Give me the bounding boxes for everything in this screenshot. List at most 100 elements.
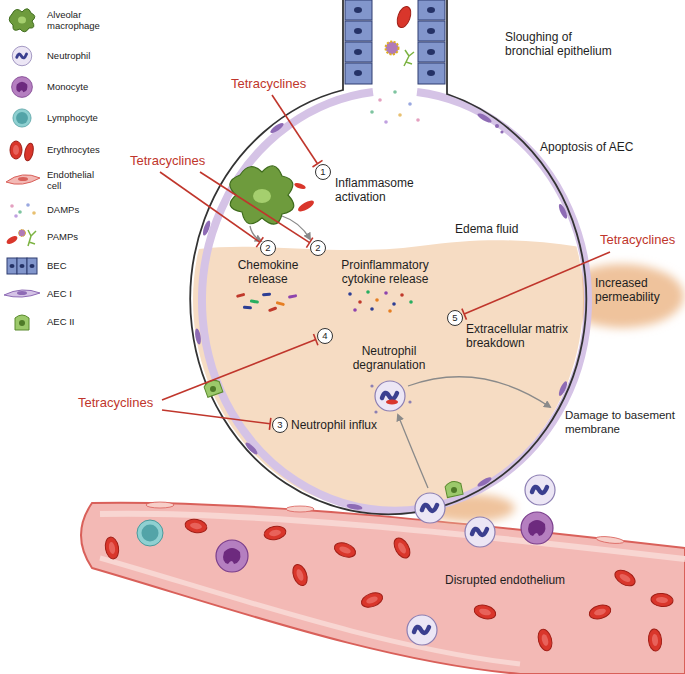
process-label: Extracellular matrix breakdown (466, 322, 578, 350)
bronchial-lumen-content (370, 110, 374, 114)
inhibition-line (272, 95, 318, 164)
vessel-cells (391, 535, 413, 561)
bronchial-lumen-content (408, 102, 412, 106)
legend-text: AEC I (47, 288, 109, 299)
cytokines (375, 298, 379, 302)
drug-label: Tetracyclines (78, 395, 153, 410)
alveolar-wall (194, 328, 202, 345)
chemokines (236, 293, 245, 298)
cytokines (409, 300, 413, 304)
cytokines (348, 292, 352, 296)
cytokines (392, 302, 396, 306)
edema-fluid (180, 240, 600, 520)
chemokines (276, 301, 285, 306)
blood-vessel (81, 502, 685, 674)
alveolar-wall (190, 0, 588, 514)
process-label: Neutrophil influx (291, 418, 377, 432)
chemokines (262, 293, 271, 297)
inhibition-line (162, 340, 316, 400)
bronchial-lumen-content (386, 42, 399, 55)
alveolar-cells (525, 475, 555, 505)
chemokines (250, 299, 259, 304)
legend-icons (18, 17, 26, 24)
bronchial-epithelium (354, 49, 362, 55)
legend-text: Neutrophil (47, 50, 109, 61)
bronchial-lumen-content (404, 50, 414, 66)
legend-icons (17, 291, 27, 295)
bronchial-epithelium (427, 49, 435, 55)
vessel-cells (216, 540, 248, 572)
legend-icons (18, 177, 28, 181)
drug-label: Tetracyclines (231, 76, 306, 91)
process-label: Damage to basement membrane (565, 408, 679, 436)
legend-text: Monocyte (47, 81, 109, 92)
alveolar-wall (190, 0, 586, 514)
vessel-cells (104, 536, 121, 560)
chemokines (243, 306, 252, 310)
bronchial-lumen-content (370, 5, 420, 124)
callout-number: 5 (447, 310, 463, 326)
alveolar-cells (375, 381, 405, 411)
legend-icons (14, 214, 18, 218)
process-label: Chemokine release (230, 258, 306, 286)
alveolar-wall (476, 476, 492, 489)
legend-text: Lymphocyte (47, 112, 109, 123)
alveolar-cells (374, 410, 377, 413)
process-arrow (250, 216, 550, 488)
alveolar-wall (269, 121, 285, 134)
process-label: Proinflammatory cytokine release (332, 258, 438, 286)
vessel-cells (104, 518, 674, 653)
legend-icons (17, 258, 27, 274)
bronchial-epithelium (418, 21, 445, 41)
legend-text: Endothelial cell (47, 169, 109, 191)
legend-icons (26, 203, 30, 207)
legend-text: BEC (47, 260, 109, 271)
cytokines (348, 290, 413, 313)
alveolar-macrophage (296, 198, 315, 213)
bronchial-epithelium (354, 70, 362, 76)
bronchial-epithelium (354, 28, 362, 34)
vessel-cells (536, 628, 554, 653)
alveolar-wall (495, 124, 499, 128)
drug-label: Tetracyclines (130, 153, 205, 168)
alveolar-macrophage (230, 166, 294, 224)
bronchial-epithelium (345, 0, 372, 20)
alveolar-cells (370, 384, 373, 387)
inhibition-line (160, 172, 260, 242)
legend-icons (10, 264, 15, 268)
legend-text: PAMPs (47, 231, 109, 242)
alveolar-cells (386, 400, 398, 405)
callout-number: 2 (310, 240, 326, 256)
bronchial-epithelium (427, 28, 435, 34)
alveolar-wall (201, 220, 211, 237)
legend-icons (4, 9, 40, 330)
bronchial-epithelium (345, 0, 445, 84)
vessel-cells (650, 593, 673, 608)
cytokines (384, 291, 388, 295)
process-label: Edema fluid (455, 222, 518, 236)
chemokines (268, 306, 277, 312)
legend-icons (19, 320, 25, 326)
callout-number: 4 (317, 328, 333, 344)
vessel-cells (332, 540, 357, 560)
vessel-cells (137, 520, 163, 546)
vessel-cells (359, 590, 384, 610)
legend-icons (27, 258, 37, 274)
legend-icons (12, 77, 33, 98)
cytokines (353, 308, 357, 312)
legend-text: DAMPs (47, 204, 109, 215)
legend-icons (12, 46, 32, 66)
blood-vessel (286, 506, 314, 512)
legend-icons (13, 109, 31, 127)
alveolar-wall (476, 112, 492, 125)
legend-icons (15, 315, 29, 330)
legend-icons (9, 9, 35, 32)
bronchial-epithelium (418, 63, 445, 84)
blood-vessel (100, 514, 685, 559)
legend-icons (23, 142, 35, 161)
legend-icons (6, 175, 40, 184)
chemokines (288, 294, 297, 299)
alveolar-cells (465, 517, 495, 547)
legend-icons (4, 290, 40, 297)
